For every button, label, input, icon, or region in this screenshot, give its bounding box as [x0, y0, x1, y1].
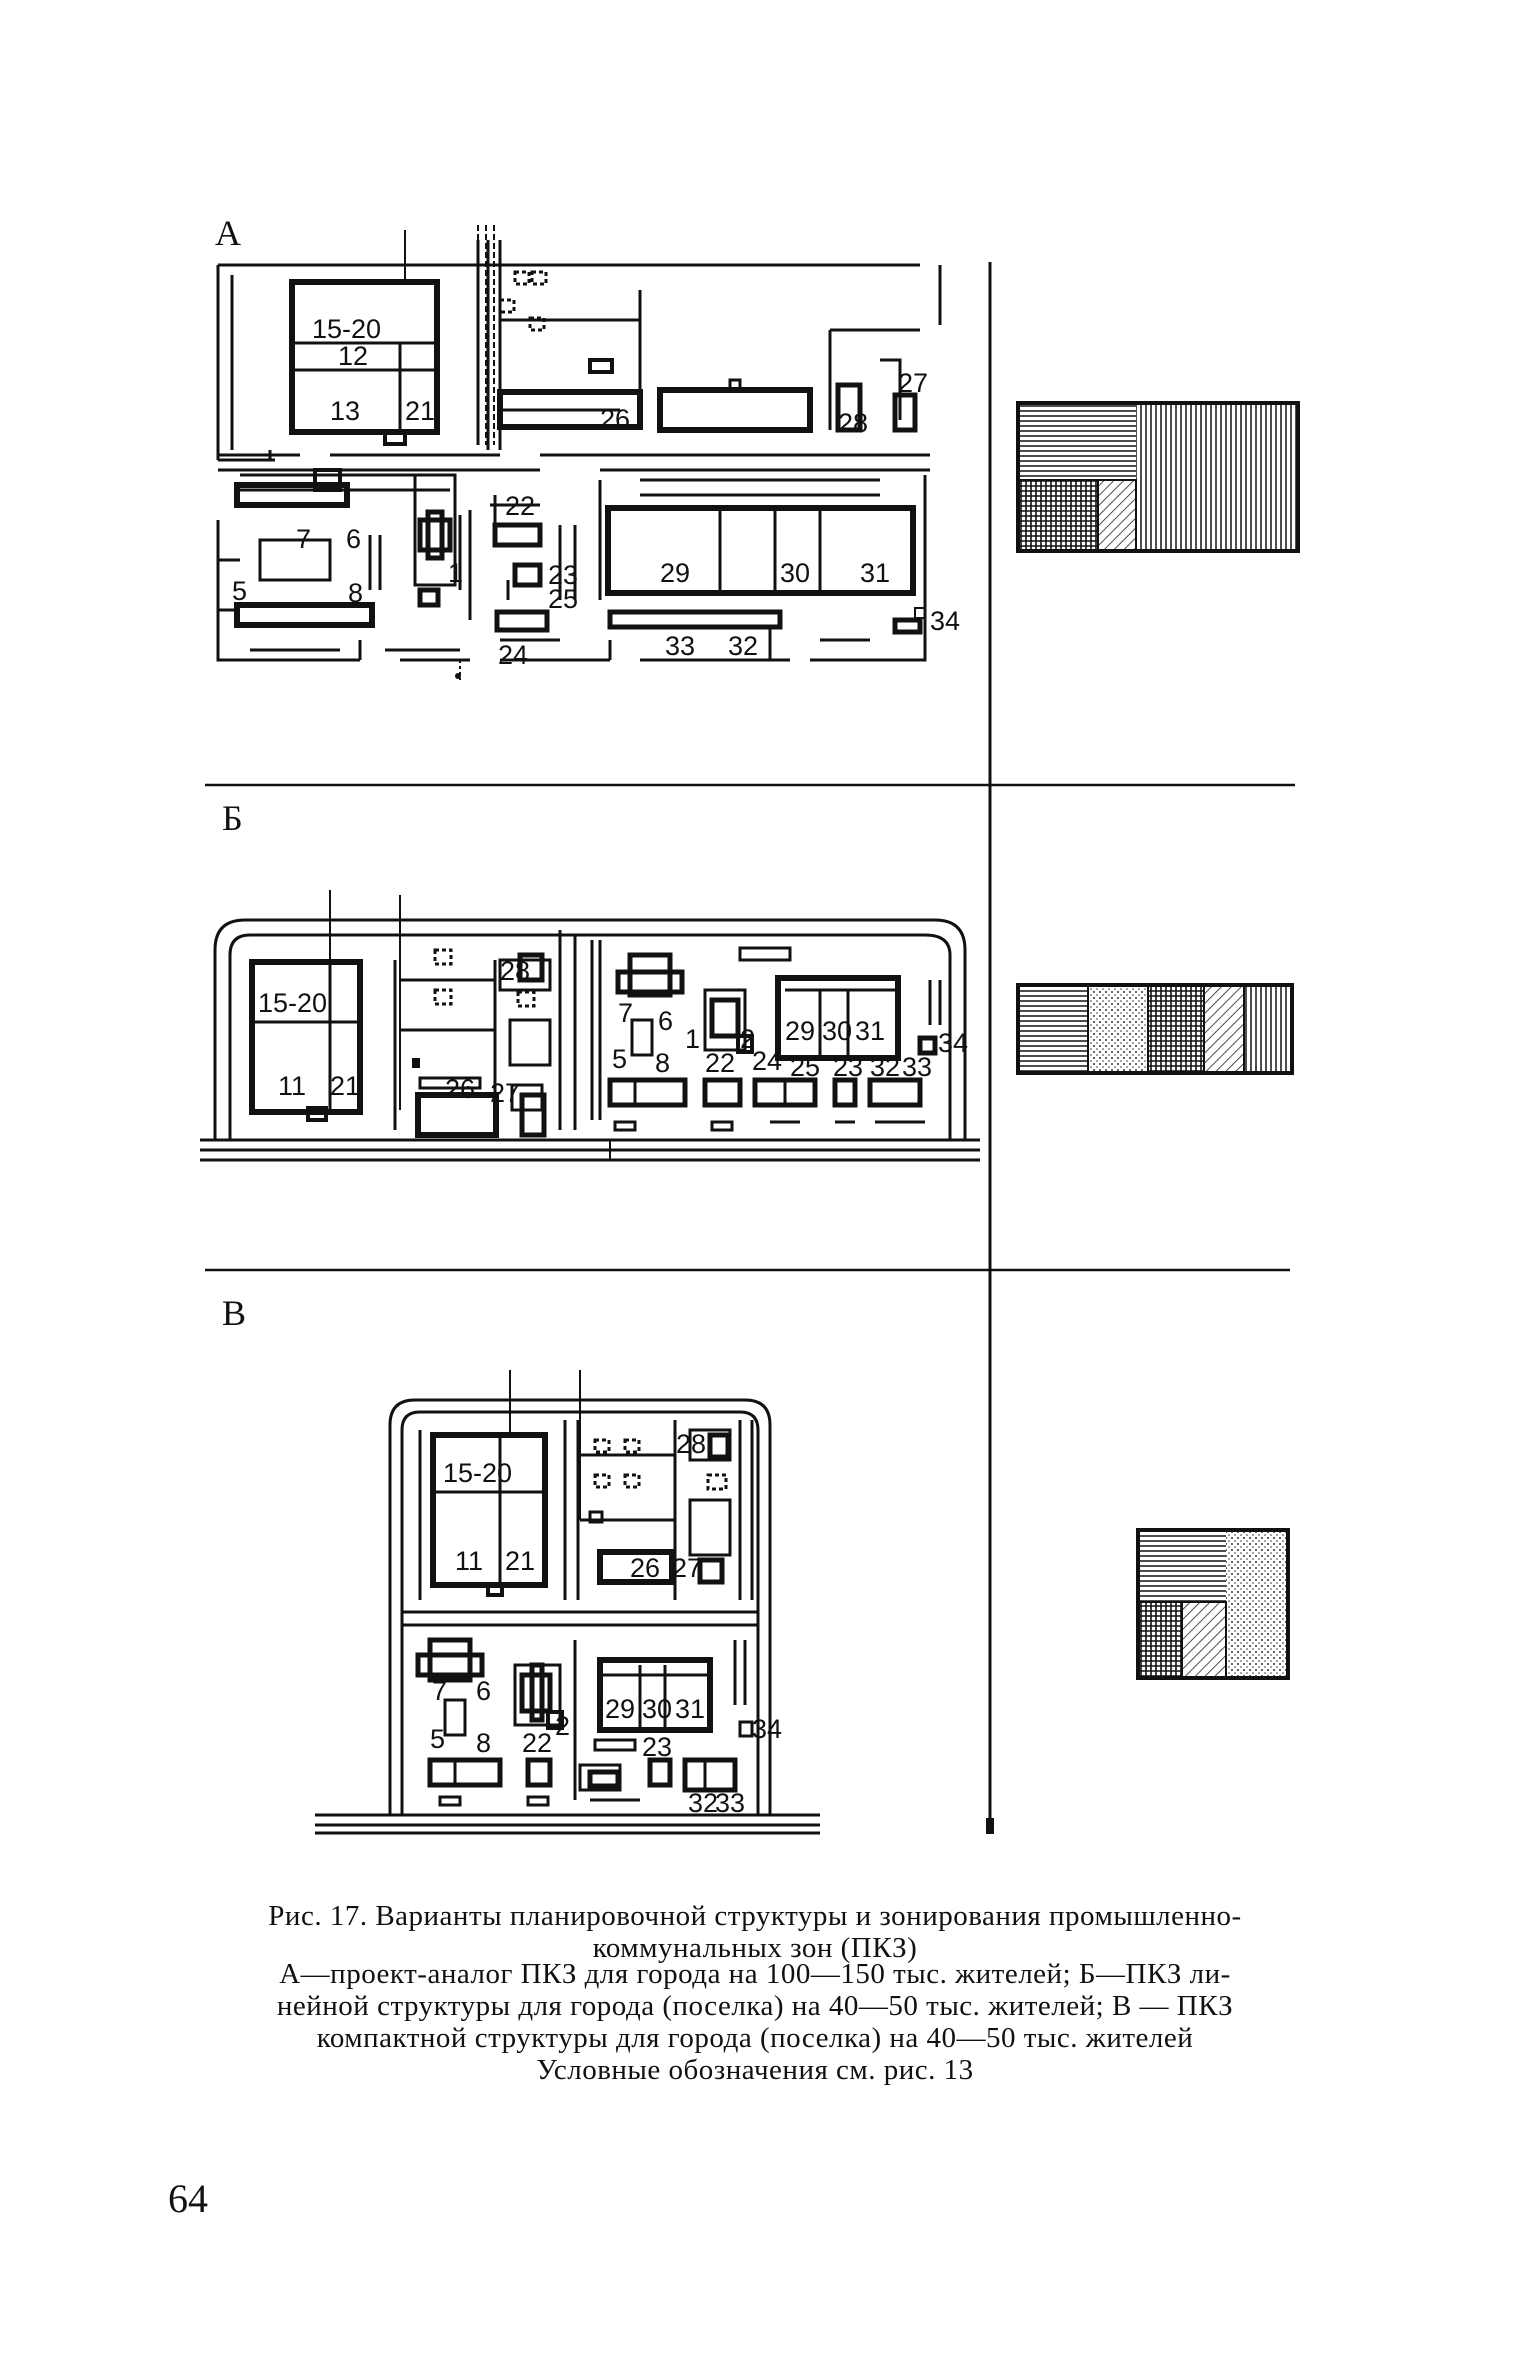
caption-body-line-1: А—проект-аналог ПКЗ для города на 100—15… [279, 1958, 1231, 1990]
label-21: 21 [330, 1071, 360, 1101]
section-v: В [222, 1293, 1290, 1835]
label-34: 34 [930, 606, 960, 636]
caption-title-line-1: Рис. 17. Варианты планировочной структур… [268, 1900, 1242, 1932]
label-13: 13 [330, 396, 360, 426]
label-27: 27 [490, 1078, 520, 1108]
label-30: 30 [642, 1694, 672, 1724]
label-5: 5 [430, 1724, 445, 1754]
label-30: 30 [780, 558, 810, 588]
section-letter-v: В [222, 1293, 246, 1333]
label-11: 11 [455, 1546, 483, 1576]
label-1: 1 [685, 1024, 700, 1054]
label-15-20: 15-20 [312, 314, 381, 344]
label-26: 26 [600, 404, 630, 434]
label-33: 33 [665, 631, 695, 661]
label-26: 26 [445, 1074, 475, 1104]
label-32: 32 [688, 1788, 718, 1818]
label-33: 33 [902, 1052, 932, 1082]
label-27: 27 [898, 368, 928, 398]
caption-body-line-4: Условные обозначения см. рис. 13 [536, 2054, 974, 2086]
label-8: 8 [348, 578, 363, 608]
caption-body-line-3: компактной структуры для города (поселка… [316, 2022, 1194, 2054]
figure-caption-title: Рис. 17. Варианты планировочной структур… [160, 1900, 1350, 1964]
label-5: 5 [612, 1044, 627, 1074]
label-23: 23 [548, 560, 578, 590]
label-23: 23 [642, 1732, 672, 1762]
label-15-20: 15-20 [443, 1458, 512, 1488]
label-25: 25 [790, 1052, 820, 1082]
label-1: 1 [448, 558, 463, 588]
label-11: 11 [278, 1071, 306, 1101]
label-29: 29 [785, 1016, 815, 1046]
label-32: 32 [728, 631, 758, 661]
label-24: 24 [752, 1046, 782, 1076]
section-b: Б [200, 798, 1294, 1162]
label-28: 28 [500, 956, 530, 986]
legend-swatch-b [1016, 983, 1294, 1075]
label-7: 7 [618, 998, 633, 1028]
label-7: 7 [296, 524, 311, 554]
label-8: 8 [655, 1048, 670, 1078]
label-24: 24 [498, 640, 528, 670]
label-6: 6 [658, 1006, 673, 1036]
label-25: 25 [548, 584, 578, 614]
label-31: 31 [855, 1016, 885, 1046]
label-30: 30 [822, 1016, 852, 1046]
label-31: 31 [675, 1694, 705, 1724]
section-a-labels: 15-20 12 13 21 26 28 27 22 7 6 5 8 1 23 … [232, 314, 960, 670]
label-33: 33 [715, 1788, 745, 1818]
caption-title-line-2: коммунальных зон (ПКЗ) [592, 1932, 918, 1964]
figure-caption-body: А—проект-аналог ПКЗ для города на 100—15… [160, 1958, 1350, 2086]
label-23: 23 [833, 1052, 863, 1082]
label-32: 32 [870, 1052, 900, 1082]
label-21: 21 [405, 396, 435, 426]
section-a: А [215, 213, 1300, 680]
label-34: 34 [752, 1714, 782, 1744]
label-12: 12 [338, 341, 368, 371]
label-2: 2 [740, 1024, 755, 1054]
label-6: 6 [476, 1676, 491, 1706]
label-22: 22 [505, 491, 535, 521]
label-29: 29 [605, 1694, 635, 1724]
label-7: 7 [432, 1676, 447, 1706]
section-letter-b: Б [222, 798, 243, 838]
label-27: 27 [672, 1553, 702, 1583]
label-34: 34 [938, 1028, 968, 1058]
label-28: 28 [838, 408, 868, 438]
label-21: 21 [505, 1546, 535, 1576]
section-letter-a: А [215, 213, 241, 253]
section-v-labels: 15-20 11 21 26 27 28 7 6 5 8 22 2 29 30 … [430, 1429, 782, 1818]
label-22: 22 [522, 1728, 552, 1758]
label-26: 26 [630, 1553, 660, 1583]
page-number: 64 [168, 2176, 208, 2221]
label-28: 28 [676, 1429, 706, 1459]
label-2: 2 [555, 1711, 570, 1741]
label-15-20: 15-20 [258, 988, 327, 1018]
legend-swatch-a [1016, 401, 1300, 553]
label-31: 31 [860, 558, 890, 588]
caption-body-line-2: нейной структуры для города (поселка) на… [276, 1990, 1234, 2022]
label-5: 5 [232, 576, 247, 606]
section-b-labels: 15-20 11 21 26 27 28 7 6 5 8 1 2 22 24 2… [258, 956, 968, 1108]
divider-end-mark [986, 1818, 994, 1834]
legend-swatch-v [1136, 1528, 1290, 1680]
label-29: 29 [660, 558, 690, 588]
label-22: 22 [705, 1048, 735, 1078]
label-8: 8 [476, 1728, 491, 1758]
label-6: 6 [346, 524, 361, 554]
